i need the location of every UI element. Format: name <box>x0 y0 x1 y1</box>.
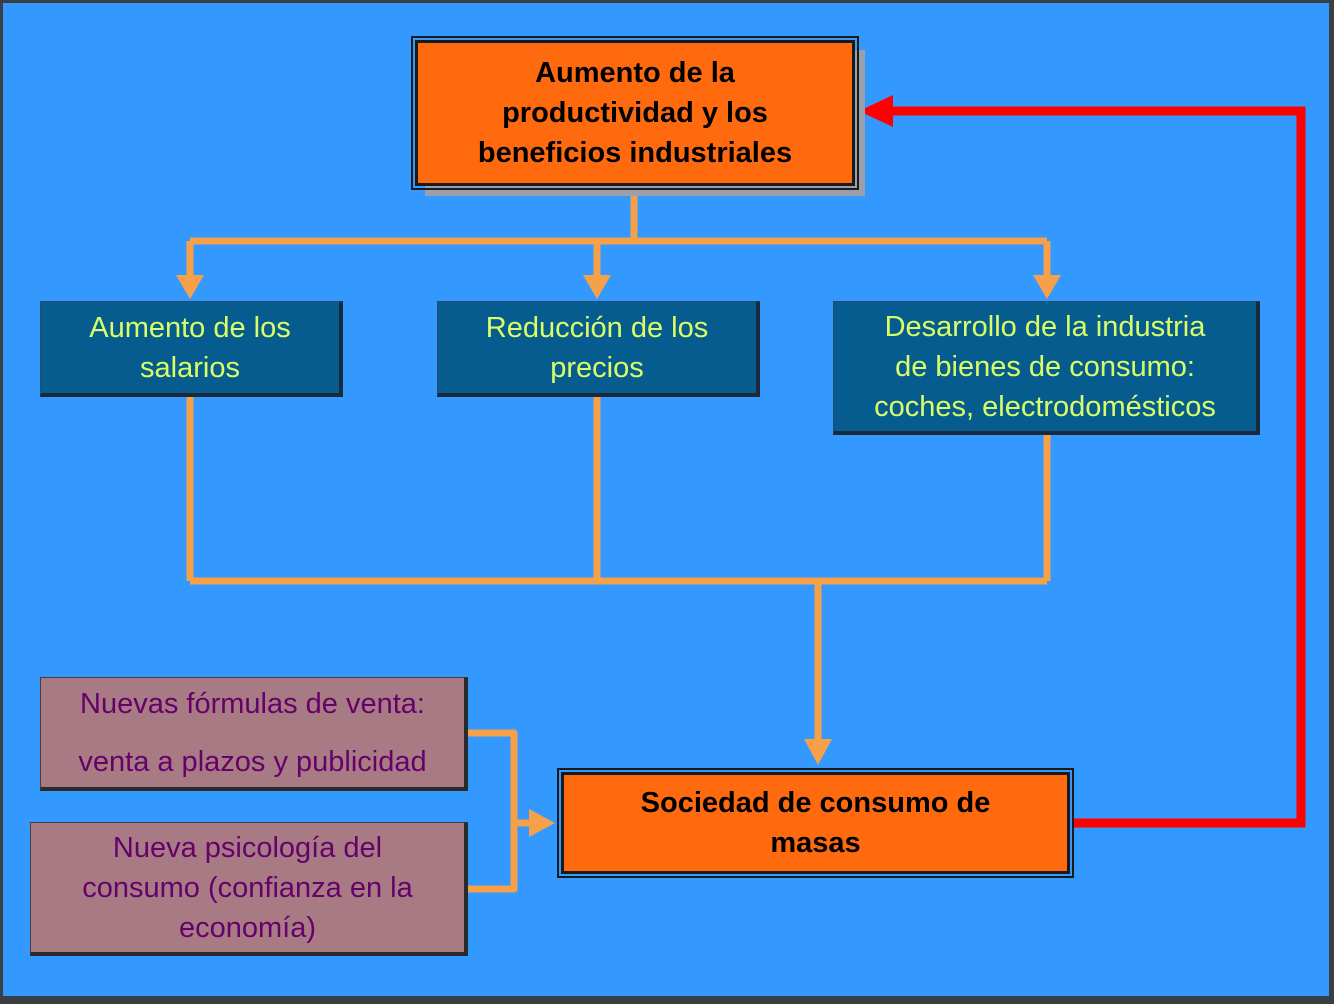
top-box-productividad: Aumento de la productividad y los benefi… <box>411 36 859 190</box>
box-nueva-psicologia: Nueva psicología del consumo (confianza … <box>30 822 468 956</box>
venta-line-1: Nuevas fórmulas de venta: <box>80 687 425 720</box>
sociedad-line-1: Sociedad de consumo de <box>640 787 991 819</box>
sociedad-line-2: masas <box>770 827 861 859</box>
box-desarrollo-industria: Desarrollo de la industria de bienes de … <box>833 301 1260 435</box>
industria-line-1: Desarrollo de la industria <box>884 310 1206 343</box>
top-box-line-1: Aumento de la <box>535 57 735 89</box>
feedback-arrowhead <box>859 95 893 127</box>
box-reduccion-precios: Reducción de los precios <box>437 301 760 397</box>
industria-line-2: de bienes de consumo: <box>895 350 1195 383</box>
diagram-canvas: Aumento de la productividad y los benefi… <box>3 3 1329 996</box>
arrowhead-sociedad-side <box>529 809 555 837</box>
psicologia-line-3: economía) <box>178 911 316 944</box>
box-aumento-salarios: Aumento de los salarios <box>40 301 343 397</box>
connector-venta <box>465 729 518 893</box>
salarios-line-1: Aumento de los <box>89 311 291 344</box>
precios-line-1: Reducción de los <box>485 311 709 344</box>
venta-line-2: venta a plazos y publicidad <box>78 745 427 778</box>
industria-line-3: coches, electrodomésticos <box>874 390 1216 423</box>
connector-layer <box>176 95 1306 893</box>
arrowhead-industria <box>1033 275 1061 299</box>
arrowhead-sociedad <box>804 739 832 765</box>
top-box-line-2: productividad y los <box>502 97 768 129</box>
top-box-line-3: beneficios industriales <box>477 137 793 169</box>
feedback-arrow-line <box>891 106 1306 828</box>
box-nuevas-formulas-venta: Nuevas fórmulas de venta: venta a plazos… <box>40 677 468 791</box>
psicologia-line-2: consumo (confianza en la <box>82 871 413 904</box>
arrowhead-precios <box>583 275 611 299</box>
salarios-line-2: salarios <box>140 351 240 384</box>
psicologia-line-1: Nueva psicología del <box>112 831 383 864</box>
box-sociedad-consumo: Sociedad de consumo de masas <box>557 768 1074 878</box>
precios-line-2: precios <box>550 351 644 384</box>
arrowhead-salarios <box>176 275 204 299</box>
